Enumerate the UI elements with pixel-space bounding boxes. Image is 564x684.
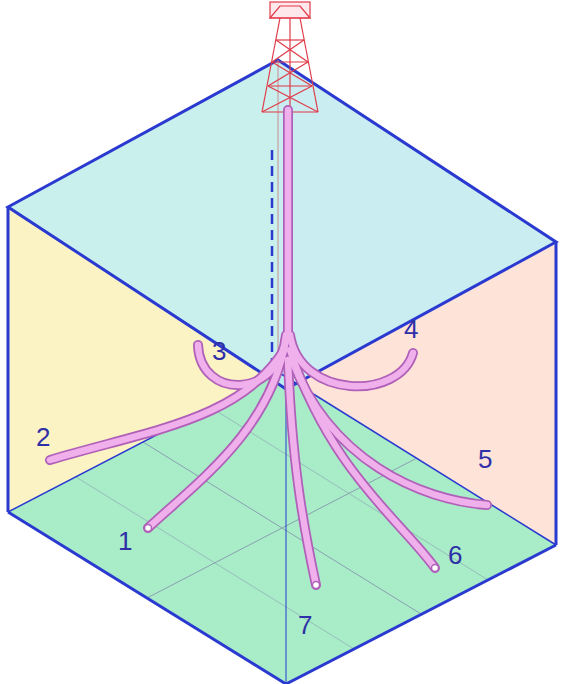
surface-face — [8, 60, 556, 389]
callout-number: 6 — [448, 542, 462, 568]
callout-number: 2 — [36, 424, 50, 450]
wellbores — [50, 110, 487, 589]
callout-number: 3 — [212, 338, 226, 364]
callout-number: 5 — [478, 446, 492, 472]
reservoir-floor — [8, 372, 556, 684]
callout-number: 1 — [118, 528, 132, 554]
box-edges — [8, 60, 556, 684]
callout-number: 7 — [298, 612, 312, 638]
callout-number: 4 — [404, 316, 418, 342]
derrick — [262, 2, 318, 112]
